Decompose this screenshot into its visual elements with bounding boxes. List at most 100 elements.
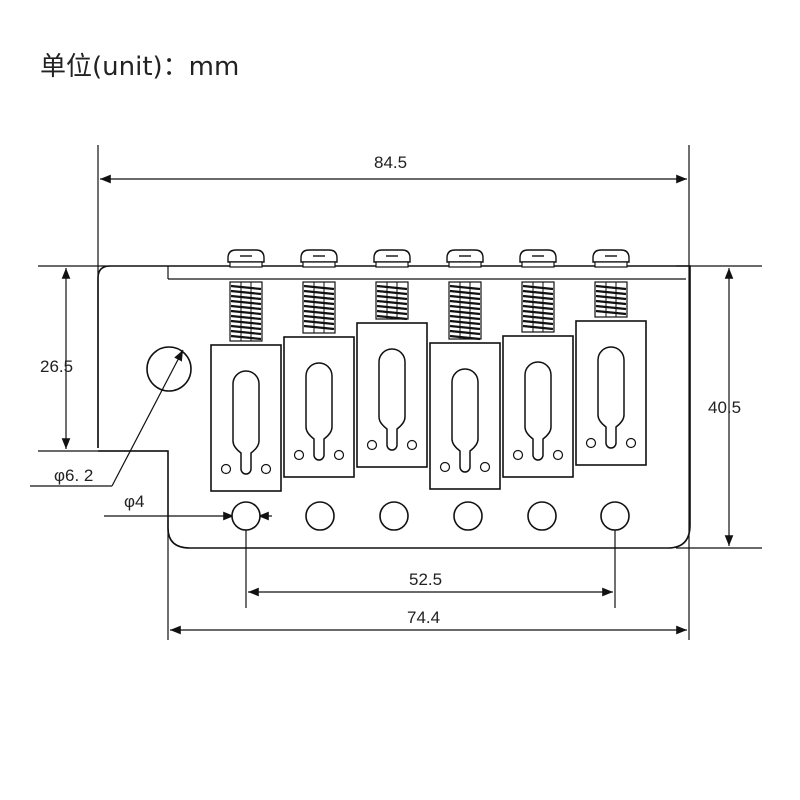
spring-coil bbox=[522, 299, 554, 306]
spring-coil bbox=[303, 289, 335, 296]
saddle-hole bbox=[585, 437, 597, 449]
saddle-hole bbox=[552, 449, 564, 461]
spring-coil bbox=[303, 284, 335, 291]
spring-coil bbox=[303, 314, 335, 321]
saddle-body bbox=[283, 336, 355, 478]
spring-coil bbox=[230, 314, 262, 321]
saddle-hole bbox=[439, 461, 451, 473]
spring-coil bbox=[376, 314, 408, 321]
saddle-slot bbox=[232, 370, 260, 475]
spring-coil bbox=[303, 324, 335, 331]
spring-coil bbox=[595, 304, 627, 311]
spring-coil bbox=[376, 309, 408, 316]
saddle-body bbox=[356, 322, 428, 468]
spring-coil bbox=[376, 294, 408, 301]
saddle-hole bbox=[293, 449, 305, 461]
saddle-hole bbox=[479, 461, 491, 473]
spring-coil bbox=[303, 309, 335, 316]
spring-coil bbox=[303, 319, 335, 326]
spring-coil bbox=[449, 284, 481, 291]
left-height-label: 26.5 bbox=[40, 357, 73, 376]
spring-coil bbox=[449, 319, 481, 326]
spring-coil bbox=[595, 294, 627, 301]
saddle-6 bbox=[575, 249, 647, 466]
spring-coil bbox=[522, 304, 554, 311]
spring-coil bbox=[595, 284, 627, 291]
spring-coil bbox=[230, 319, 262, 326]
spring-coil bbox=[376, 289, 408, 296]
spring-coil bbox=[449, 324, 481, 331]
screw-collar bbox=[302, 261, 336, 268]
string-hole-5 bbox=[527, 501, 557, 531]
spring-coil bbox=[522, 309, 554, 316]
saddle-hole bbox=[406, 439, 418, 451]
mount-hole bbox=[146, 346, 192, 392]
mount-hole-leader bbox=[111, 349, 184, 487]
saddle-slot bbox=[597, 346, 625, 449]
spring-coil bbox=[522, 324, 554, 331]
spring-coil bbox=[230, 294, 262, 301]
string-hole-1 bbox=[231, 501, 261, 531]
saddle-body bbox=[575, 320, 647, 466]
saddle-4 bbox=[429, 249, 501, 490]
spring-coil bbox=[230, 309, 262, 316]
saddle-2 bbox=[283, 249, 355, 478]
spring-coil bbox=[595, 309, 627, 316]
spring-coil bbox=[522, 319, 554, 326]
spring-coil bbox=[376, 284, 408, 291]
string-hole-group bbox=[231, 501, 630, 531]
spring-coil bbox=[303, 304, 335, 311]
spring-coil bbox=[449, 304, 481, 311]
saddle-group bbox=[210, 249, 647, 492]
spring-coil bbox=[449, 334, 481, 341]
spring-coil bbox=[595, 299, 627, 306]
screw-collar bbox=[448, 261, 482, 268]
spring-coil bbox=[376, 304, 408, 311]
spring-coil bbox=[595, 289, 627, 296]
screw-collar bbox=[229, 261, 263, 268]
saddle-slot bbox=[451, 368, 479, 473]
spring-coil bbox=[303, 294, 335, 301]
spring-coil bbox=[449, 314, 481, 321]
saddle-slot bbox=[305, 362, 333, 461]
spring-coil bbox=[230, 324, 262, 331]
string-hole-6 bbox=[600, 501, 630, 531]
base-plate bbox=[97, 265, 691, 549]
string-hole-4 bbox=[453, 501, 483, 531]
saddle-hole bbox=[625, 437, 637, 449]
spring-coil bbox=[522, 294, 554, 301]
saddle-hole bbox=[512, 449, 524, 461]
spring-coil bbox=[449, 299, 481, 306]
spring-coil bbox=[230, 329, 262, 336]
spring-coil bbox=[522, 289, 554, 296]
spring-coil bbox=[230, 289, 262, 296]
spring-coil bbox=[230, 284, 262, 291]
overall-width-label: 84.5 bbox=[374, 153, 407, 172]
saddle-hole bbox=[220, 463, 232, 475]
spring-coil bbox=[449, 329, 481, 336]
saddle-hole bbox=[260, 463, 272, 475]
saddle-5 bbox=[502, 249, 574, 478]
screw-collar bbox=[594, 261, 628, 268]
unit-note: 单位(unit)：mm bbox=[40, 52, 240, 82]
saddle-body bbox=[502, 335, 574, 478]
spring-coil bbox=[522, 284, 554, 291]
screw-collar bbox=[521, 261, 555, 268]
saddle-slot bbox=[524, 361, 552, 461]
saddle-body bbox=[210, 344, 282, 492]
string-hole-label: φ4 bbox=[124, 492, 144, 511]
spring-coil bbox=[449, 294, 481, 301]
total-height-label: 40.5 bbox=[708, 398, 741, 417]
spring-coil bbox=[230, 299, 262, 306]
spring-coil bbox=[449, 289, 481, 296]
plate-width-label: 74.4 bbox=[407, 608, 440, 627]
spring-coil bbox=[376, 299, 408, 306]
string-hole-3 bbox=[379, 501, 409, 531]
string-hole-2 bbox=[305, 501, 335, 531]
saddle-body bbox=[429, 342, 501, 490]
saddle-hole bbox=[333, 449, 345, 461]
mount-hole-label: φ6. 2 bbox=[54, 466, 93, 485]
saddle-1 bbox=[210, 249, 282, 492]
spring-coil bbox=[449, 309, 481, 316]
